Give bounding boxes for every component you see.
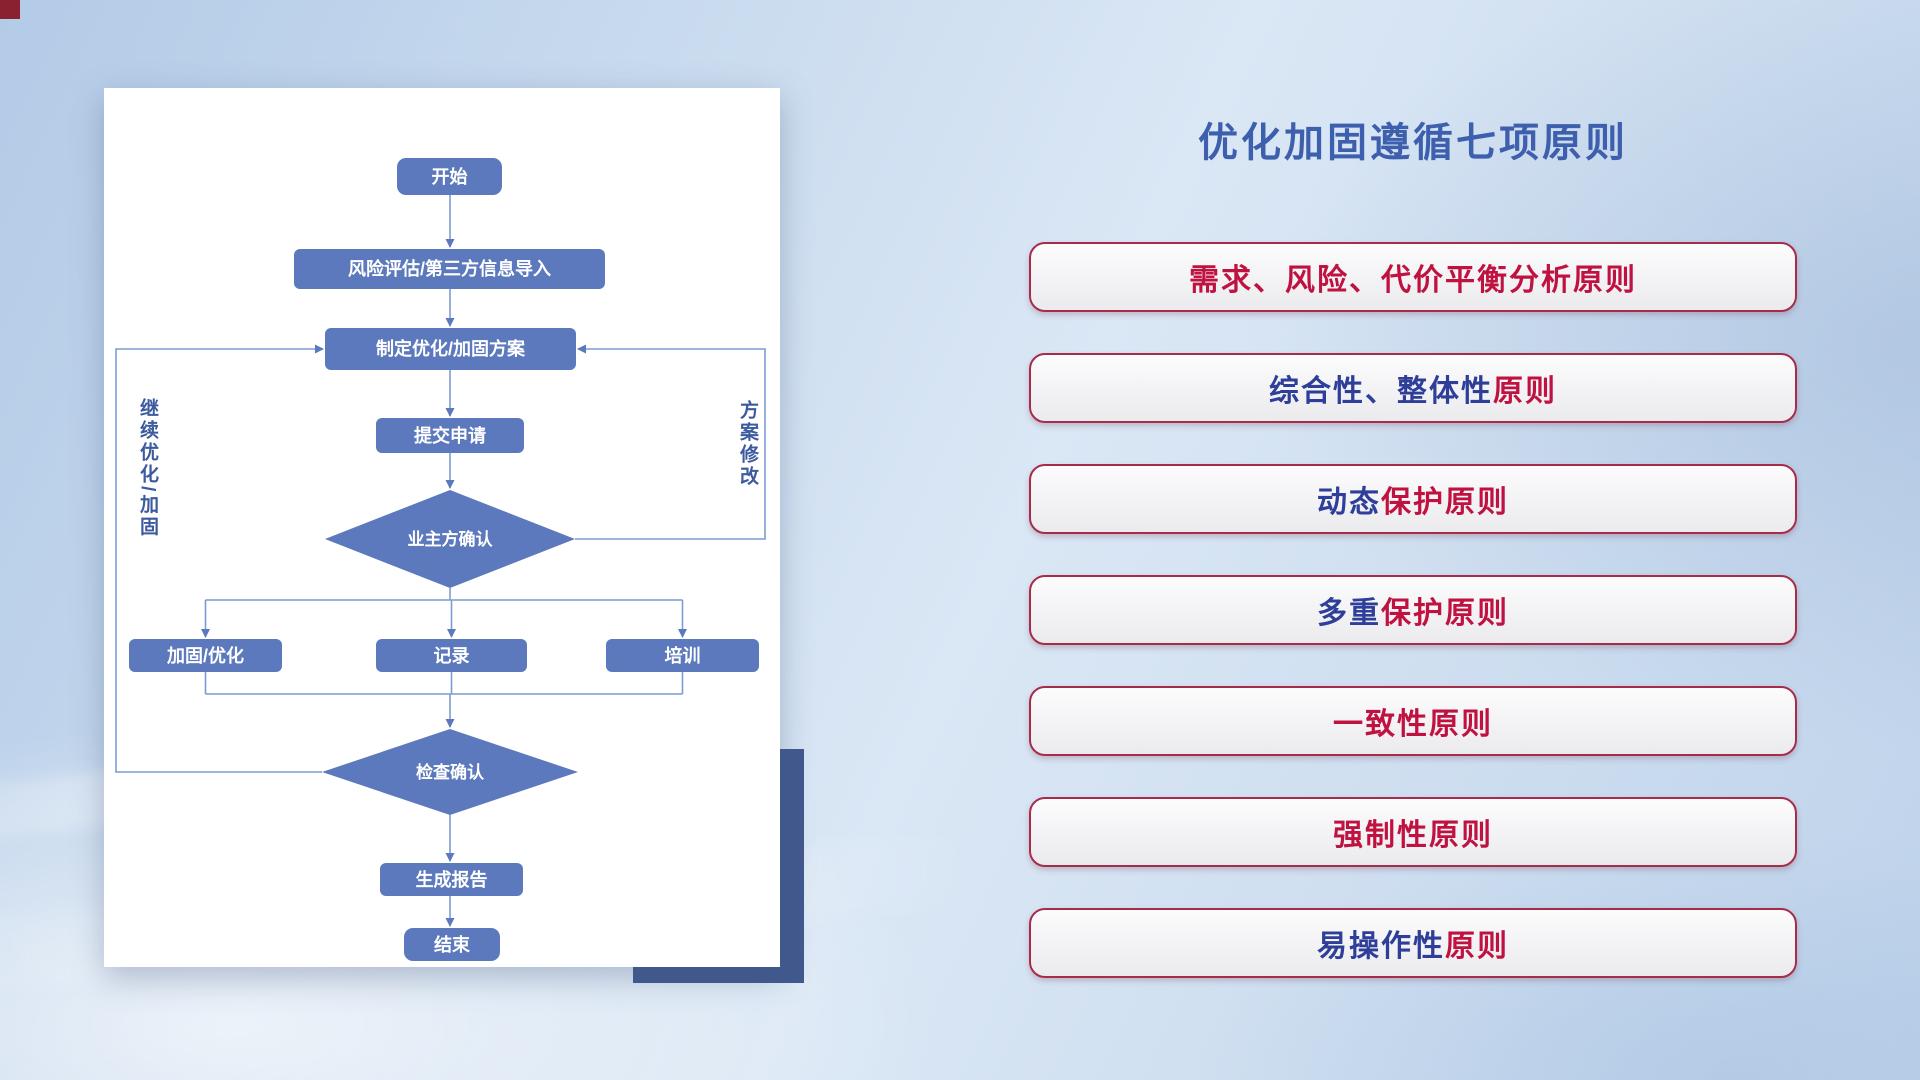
node-make-plan: 制定优化/加固方案	[325, 328, 576, 370]
principle-pill: 一致性原则	[1029, 686, 1797, 756]
node-submit-application: 提交申请	[376, 418, 524, 453]
principle-text-segment: 易操作性	[1317, 930, 1445, 963]
principle-text-segment: 综合性、整体性	[1269, 375, 1493, 408]
svg-text:制定优化/加固方案: 制定优化/加固方案	[376, 338, 526, 359]
edge-left-loop-continue-optimize	[115, 344, 324, 773]
svg-text:提交申请: 提交申请	[414, 425, 486, 446]
svg-text:生成报告: 生成报告	[416, 869, 488, 890]
principle-pill: 多重保护原则	[1029, 575, 1797, 645]
principle-text-segment: 多重	[1317, 597, 1381, 630]
principle-pill: 动态保护原则	[1029, 464, 1797, 534]
principles-list: 需求、风险、代价平衡分析原则综合性、整体性原则动态保护原则多重保护原则一致性原则…	[1029, 242, 1797, 1019]
left-loop-label: 继续优化/加固	[137, 398, 158, 539]
svg-text:结束: 结束	[434, 934, 471, 955]
edge-right-loop-plan-revise	[575, 344, 766, 540]
principle-pill: 强制性原则	[1029, 797, 1797, 867]
node-training: 培训	[606, 639, 759, 672]
svg-text:开始: 开始	[432, 166, 468, 187]
svg-text:检查确认: 检查确认	[416, 762, 485, 782]
principle-pill: 综合性、整体性原则	[1029, 353, 1797, 423]
svg-text:培训: 培训	[665, 645, 701, 666]
node-check-confirm-diamond: 检查确认	[322, 729, 578, 815]
corner-accent	[0, 0, 20, 19]
page-title: 优化加固遵循七项原则	[1198, 121, 1628, 165]
principle-text-segment: 动态	[1317, 486, 1381, 519]
principle-text-segment: 保护原则	[1381, 597, 1509, 630]
principle-text-segment: 需求、风险、代价平衡分析原则	[1189, 264, 1637, 297]
node-end: 结束	[404, 928, 500, 961]
flowchart-diagram: 开始 风险评估/第三方信息导入 制定优化/加固方案 提交申请 业主方确认 加固/…	[115, 158, 766, 961]
node-reinforce-optimize: 加固/优化	[129, 639, 282, 672]
principle-text-segment: 原则	[1493, 375, 1557, 408]
svg-text:业主方确认: 业主方确认	[408, 529, 494, 549]
principle-text-segment: 原则	[1445, 930, 1509, 963]
node-record: 记录	[376, 639, 527, 672]
node-risk-assessment: 风险评估/第三方信息导入	[294, 249, 605, 289]
principle-pill: 需求、风险、代价平衡分析原则	[1029, 242, 1797, 312]
svg-text:记录: 记录	[434, 646, 470, 666]
node-owner-confirm-diamond: 业主方确认	[325, 490, 575, 588]
principle-text-segment: 强制性原则	[1333, 819, 1493, 852]
node-generate-report: 生成报告	[380, 863, 523, 896]
principle-text-segment: 保护原则	[1381, 486, 1509, 519]
flowchart-card: 开始 风险评估/第三方信息导入 制定优化/加固方案 提交申请 业主方确认 加固/…	[104, 88, 780, 967]
svg-text:风险评估/第三方信息导入: 风险评估/第三方信息导入	[348, 258, 551, 279]
principle-text-segment: 一致性原则	[1333, 708, 1493, 741]
right-loop-label: 方案修改	[737, 400, 758, 488]
node-start: 开始	[397, 158, 502, 195]
principle-pill: 易操作性原则	[1029, 908, 1797, 978]
svg-text:加固/优化: 加固/优化	[166, 645, 244, 666]
